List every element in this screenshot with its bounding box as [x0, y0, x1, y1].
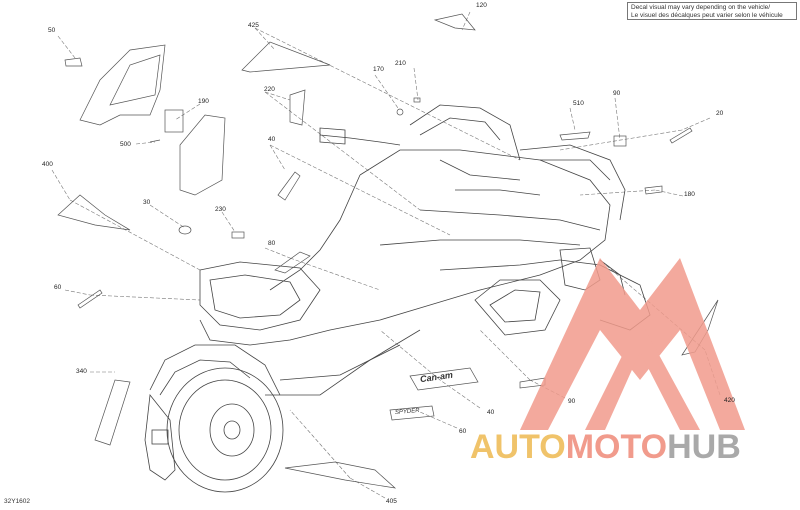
- decal-220: [289, 89, 306, 126]
- decal-180: [644, 185, 663, 195]
- callout-90-upper: 90: [613, 90, 621, 97]
- decal-120: [433, 13, 476, 31]
- decal-canam-outline: [409, 367, 479, 391]
- callout-500: 500: [120, 141, 131, 148]
- decal-340: [94, 379, 131, 446]
- callout-80: 80: [268, 240, 276, 247]
- decal-60-left: [77, 289, 103, 309]
- callout-20: 20: [716, 110, 724, 117]
- note-line-1: Decal visual may vary depending on the v…: [631, 4, 771, 11]
- callout-40-upper: 40: [268, 136, 276, 143]
- callout-90-lower: 90: [568, 398, 576, 405]
- decal-spyder-outline: [389, 405, 435, 421]
- callout-190: 190: [198, 98, 209, 105]
- decal-405: [284, 461, 397, 489]
- decal-425: [241, 41, 331, 73]
- decal-80: [274, 251, 311, 274]
- watermark-text: AUTOMOTOHUB: [470, 428, 741, 467]
- callout-170: 170: [373, 66, 384, 73]
- part-210: [413, 97, 421, 103]
- decal-90-upper: [613, 135, 627, 147]
- decal-40-upper: [277, 171, 301, 201]
- callout-420: 420: [724, 397, 735, 404]
- callout-30: 30: [143, 199, 151, 206]
- diagram-code: 32Y1602: [4, 498, 31, 505]
- decal-190: [164, 109, 184, 133]
- callout-50: 50: [48, 27, 56, 34]
- leader-lines: [51, 11, 721, 499]
- part-170: [396, 108, 404, 116]
- callout-210: 210: [395, 60, 406, 67]
- callout-405: 405: [386, 498, 397, 505]
- panel-500: [179, 114, 226, 196]
- note-line-2: Le visuel des décalques peut varier selo…: [631, 11, 783, 19]
- emblem-30: [178, 225, 192, 235]
- callout-425: 425: [248, 22, 259, 29]
- vehicle-body: [144, 104, 651, 493]
- watermark-logo: [520, 258, 745, 430]
- callout-340: 340: [76, 368, 87, 375]
- decal-230: [231, 231, 245, 239]
- watermark-moto: MOTO: [565, 428, 668, 466]
- callout-60-lower: 60: [459, 428, 467, 435]
- decal-510: [559, 131, 591, 141]
- callout-120: 120: [476, 2, 487, 9]
- decal-400: [57, 194, 131, 231]
- callout-180: 180: [684, 191, 695, 198]
- watermark-hub: HUB: [667, 428, 741, 466]
- callout-230: 230: [215, 206, 226, 213]
- callout-510: 510: [573, 100, 584, 107]
- part-50: [79, 44, 166, 126]
- callout-60-left: 60: [54, 284, 62, 291]
- callout-220: 220: [264, 86, 275, 93]
- callout-400: 400: [42, 161, 53, 168]
- watermark-auto: AUTO: [470, 428, 566, 466]
- variation-note: Decal visual may vary depending on the v…: [627, 2, 797, 20]
- callout-40-lower: 40: [487, 409, 495, 416]
- decal-20: [669, 127, 693, 144]
